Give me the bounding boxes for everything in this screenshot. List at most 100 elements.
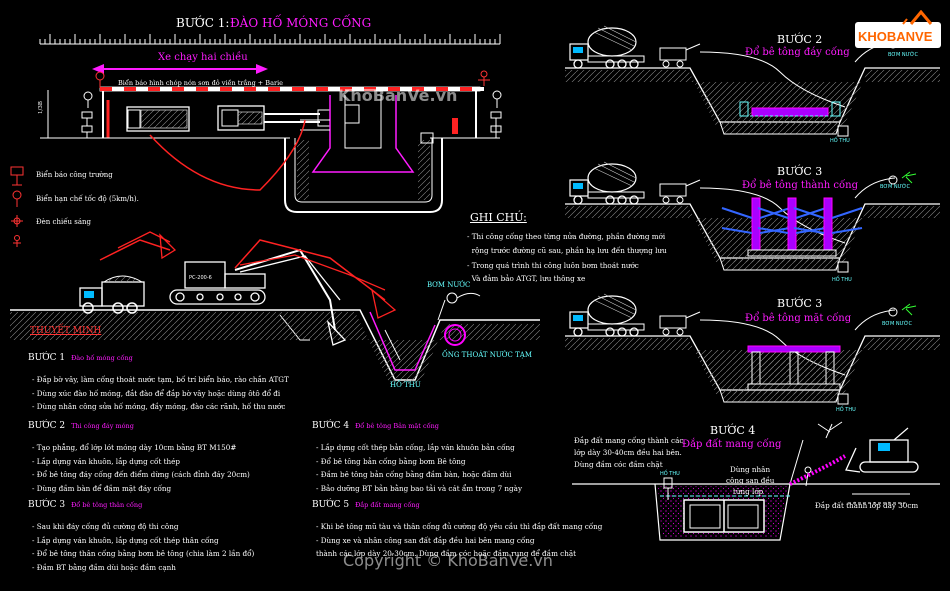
explanation-line: - Đổ bê tông bản cống bằng bơm Bê tông	[316, 456, 466, 466]
pump-wheel	[676, 60, 684, 68]
sump-box	[837, 393, 849, 405]
panel4-sump: HỐ THU	[660, 471, 680, 477]
explanation-line: - Khi bê tông mũ tàu và thân cống đủ cườ…	[316, 522, 603, 531]
culvert-cell	[760, 352, 790, 384]
panel2-sump: HỐ THU	[830, 138, 850, 144]
explanation-step-label: BƯỚC 5	[312, 500, 350, 510]
fence-segment	[208, 87, 220, 91]
khobanve-logo: KHOBANVE	[855, 10, 941, 48]
explanation-line: - Lắp dựng ván khuôn, lắp dựng cốt thép	[32, 456, 180, 466]
ground-hatch	[565, 70, 940, 126]
sump-box	[837, 261, 849, 273]
person-icon-top	[478, 70, 490, 86]
explanation-line: - Lắp dựng cốt thép bản cống, lắp ván kh…	[316, 443, 515, 452]
mixer-drum-lines	[593, 25, 637, 51]
pump-pipe	[685, 179, 701, 187]
formwork-right	[831, 101, 841, 117]
fence-segment	[472, 87, 484, 91]
discharge-hose	[854, 177, 896, 199]
wall-pour	[823, 197, 833, 251]
fence-segment	[364, 87, 376, 91]
wall-pour	[751, 197, 761, 251]
explanation-step-label: BƯỚC 2	[28, 421, 66, 431]
mixer-wheel	[617, 327, 627, 337]
water-pump-icon	[437, 292, 458, 321]
mixer-wheel	[605, 327, 615, 337]
fence-segment	[316, 87, 328, 91]
watermark-copyright: Copyright © KhoBanVe.vn	[343, 551, 553, 570]
fence-segment	[400, 87, 412, 91]
explanation-line: - Bảo dưỡng BT bản bằng bao tải và cát ẩ…	[316, 483, 522, 493]
pump-wheel	[662, 196, 670, 204]
top-slab	[747, 345, 841, 353]
panel2-pump: BƠM NƯỚC	[888, 52, 918, 58]
panel4-worker: từng lớp	[733, 487, 764, 496]
pump-wheel	[662, 328, 670, 336]
pump-label: BƠM NƯỚC	[427, 281, 471, 289]
fence-segment	[448, 87, 460, 91]
fence-segment	[124, 87, 136, 91]
explanation-line: - Đắp bờ vây, làm cống thoát nước tạm, b…	[32, 375, 289, 384]
concrete-pump	[659, 315, 687, 329]
panel4-desc: Đắp đất mang cống thành các	[574, 436, 684, 445]
mixer-window	[573, 47, 583, 53]
explanation-line: - Đầm BT bằng đầm dùi hoặc đầm cạnh	[32, 562, 176, 572]
mixer-drum	[587, 295, 637, 325]
explanation-step-name: Đổ bê tông Bản mặt cống	[355, 422, 439, 430]
fence-segment	[292, 87, 304, 91]
sump-box	[420, 132, 434, 144]
tree-icon-step4	[817, 421, 843, 439]
fence-segment	[268, 87, 280, 91]
explanation-line: - Dùng xúc đào hố móng, đắt đào để đắp b…	[32, 388, 281, 398]
sign-group-left	[81, 91, 93, 138]
person-legend-icon	[13, 235, 21, 247]
panel-3	[565, 161, 940, 273]
concrete-pump	[659, 183, 687, 197]
explanation-step-heading: BƯỚC 2 Thi công đáy móng	[28, 422, 134, 431]
explanation-line: thành các lớp dày 20-30cm. Dùng đầm cóc …	[316, 549, 576, 558]
mixer-drum	[587, 163, 637, 193]
notes-heading: GHI CHÚ:	[470, 211, 527, 224]
explanation-step-name: Đổ bê tông thân cống	[71, 501, 143, 509]
pump-pipe	[685, 43, 701, 51]
fence-segment	[280, 87, 292, 91]
explanation-line: - Đổ bê tông đáy cống đến điểm dừng (các…	[32, 470, 250, 479]
pump-wheel	[662, 60, 670, 68]
panel4-worker: công san đều	[726, 476, 775, 485]
brace-lines	[757, 207, 827, 234]
barrier-fence	[99, 86, 484, 138]
panel3a-subtitle: Đổ bê tông thành cống	[742, 180, 858, 191]
culvert-cell	[798, 352, 826, 384]
explanation-step-name: Thi công đáy móng	[71, 422, 134, 430]
concrete-pump	[659, 47, 687, 61]
mixer-wheel	[617, 59, 627, 69]
dump-truck	[79, 275, 145, 314]
fence-label: Biển báo hình chóp nón sơn đỏ viền trắng…	[118, 79, 283, 87]
lamp-icon	[11, 215, 23, 227]
explanation-step-label: BƯỚC 4	[312, 421, 350, 431]
explanation-line: - Dùng xe và nhân công san đất đắp đều h…	[316, 535, 535, 545]
explanation-line: - Dùng nhân công sửa hố móng, đầy móng, …	[32, 402, 286, 411]
mixer-chassis	[587, 323, 645, 331]
fence-segment	[460, 87, 472, 91]
grass-icon	[901, 171, 917, 184]
step1-subtitle: ĐÀO HỐ MÓNG CỐNG	[230, 16, 372, 30]
explanation-line: - Lắp dựng ván khuôn, lắp dựng cốt thép …	[32, 535, 219, 545]
pump-icon	[888, 307, 898, 317]
legend-item-speed-limit: Biển hạn chế tốc độ (5km/h).	[36, 195, 139, 203]
mixer-chassis	[587, 55, 645, 63]
mixer-window	[573, 315, 583, 321]
fence-segment	[100, 87, 112, 91]
explanation-heading: THUYẾT MINH	[30, 326, 102, 336]
note-line: Và đảm bảo ATGT, lưu thông xe	[467, 274, 586, 283]
fence-segment	[412, 87, 424, 91]
pump-wheel	[676, 196, 684, 204]
dim-label: 1/3B	[38, 101, 44, 114]
fence-segment	[244, 87, 256, 91]
panel4-title: BƯỚC 4	[710, 424, 756, 437]
fence-segment	[424, 87, 436, 91]
temp-drain-pipe	[444, 324, 466, 346]
fence-segment	[232, 87, 244, 91]
